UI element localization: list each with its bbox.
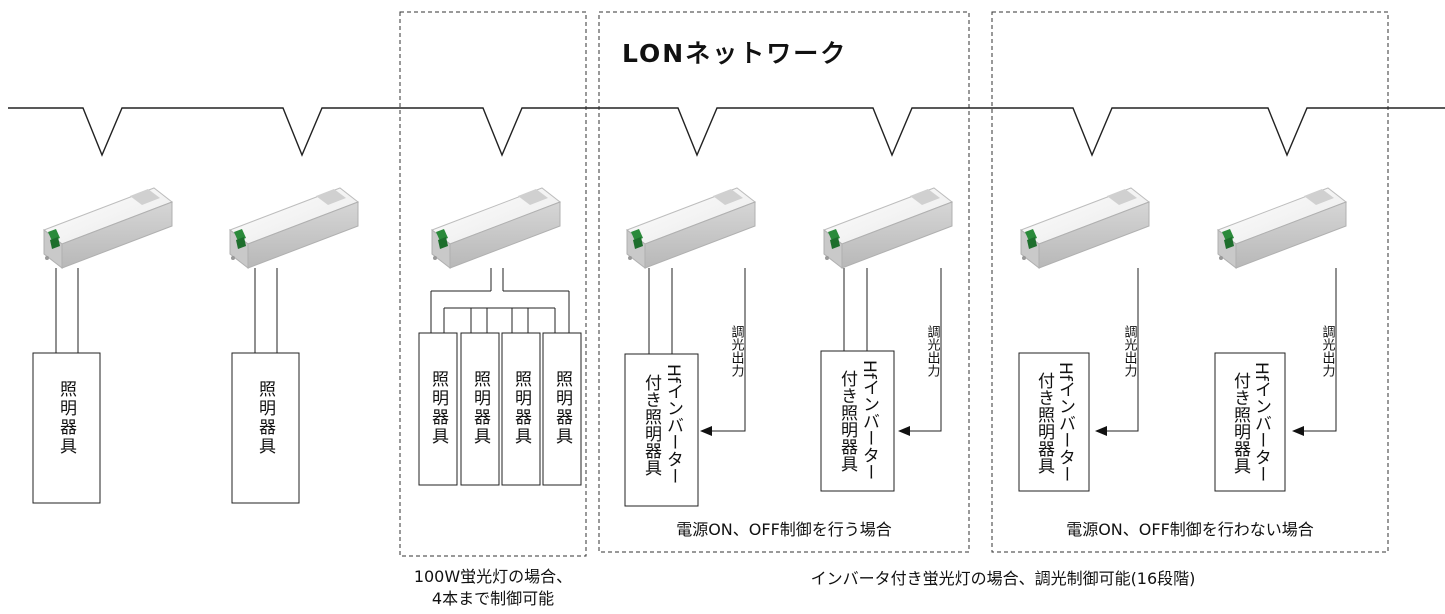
lon-network-line: [8, 107, 1445, 157]
hf-fixture-2: Hfインバーター 付き照明器具: [820, 350, 895, 492]
caption-inverter-note: インバータ付き蛍光灯の場合、調光制御可能(16段階): [811, 569, 1196, 588]
fixture-group-100w: 照明器具 照明器具 照明器具 照明器具: [418, 332, 582, 486]
controller-unit-6: [1020, 187, 1150, 269]
fixture-label: 照明器具: [552, 370, 573, 446]
network-title: LONネットワーク: [622, 39, 847, 68]
hf-fixture-label-line2: 付き照明器具: [837, 370, 858, 472]
controller-unit-2: [229, 187, 359, 269]
dashed-group-power-control: [598, 11, 970, 553]
dimming-output-label: 調光出力: [729, 325, 745, 378]
fixture-label: 照明器具: [255, 380, 276, 456]
hf-fixture-label-line2: 付き照明器具: [641, 374, 662, 476]
hf-fixture-4: Hfインバーター 付き照明器具: [1214, 352, 1286, 492]
controller-unit-3: [431, 187, 561, 269]
caption-power-control: 電源ON、OFF制御を行う場合: [676, 520, 892, 539]
dashed-group-no-power-control: [991, 11, 1389, 553]
fixture-label: 照明器具: [428, 370, 449, 446]
hf-fixture-label-line1: Hfインバーター: [859, 360, 879, 481]
hf-fixture-label-line2: 付き照明器具: [1230, 372, 1251, 474]
fixture-label: 照明器具: [470, 370, 491, 446]
fixture-1: 照明器具: [32, 352, 101, 504]
caption-no-power-control: 電源ON、OFF制御を行わない場合: [1066, 520, 1314, 539]
fixture-label: 照明器具: [511, 370, 532, 446]
hf-fixture-3: Hfインバーター 付き照明器具: [1018, 352, 1090, 492]
hf-fixture-label-line1: Hfインバーター: [1055, 362, 1075, 483]
hf-fixture-1: Hfインバーター 付き照明器具: [624, 353, 699, 507]
dimming-output-label: 調光出力: [1320, 325, 1336, 378]
dimming-output-label: 調光出力: [1122, 325, 1138, 378]
controller-unit-5: [823, 187, 953, 269]
dashed-group-100w: [399, 11, 587, 557]
fixture-label: 照明器具: [56, 380, 77, 456]
dimming-output-labels: 調光出力 調光出力 調光出力 調光出力: [729, 325, 1336, 378]
dimming-output-label: 調光出力: [925, 325, 941, 378]
fixture-2: 照明器具: [231, 352, 300, 504]
caption-100w-line1: 100W蛍光灯の場合、: [414, 567, 572, 586]
hf-fixture-label-line1: Hfインバーター: [1251, 362, 1271, 483]
hf-fixture-label-line1: Hfインバーター: [663, 364, 683, 485]
arrowheads: [700, 426, 1304, 436]
controller-unit-1: [43, 187, 173, 269]
wiring: [55, 268, 1337, 432]
controller-unit-4: [626, 187, 756, 269]
controller-unit-7: [1217, 187, 1347, 269]
hf-fixture-label-line2: 付き照明器具: [1034, 372, 1055, 474]
caption-100w-line2: 4本まで制御可能: [432, 589, 554, 608]
